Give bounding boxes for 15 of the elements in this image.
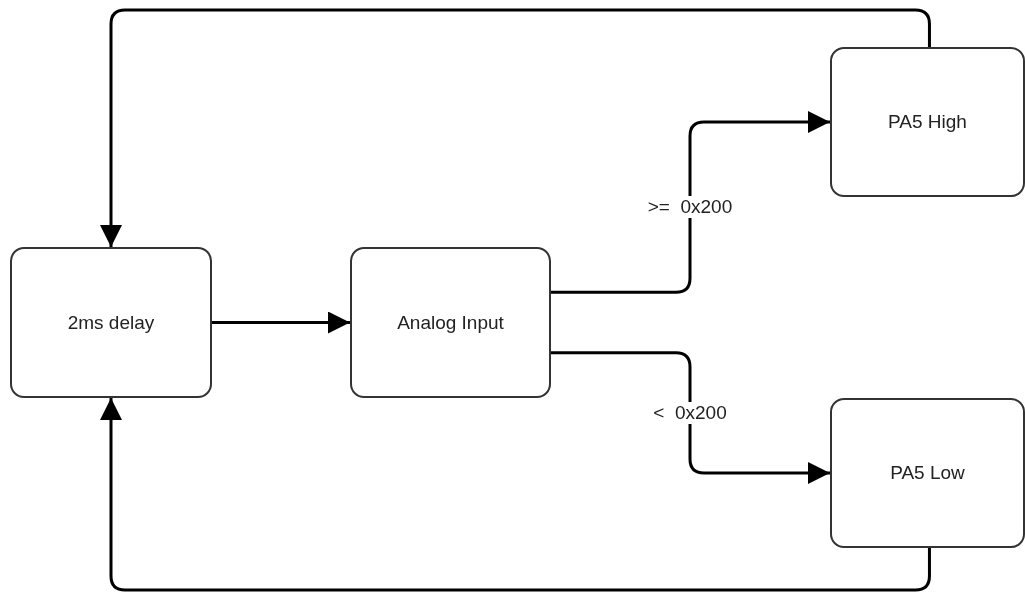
process-box <box>830 47 1025 197</box>
box-label: PA5 Low <box>890 462 965 484</box>
edge-label: < 0x200 <box>651 401 729 424</box>
arrow <box>551 351 830 484</box>
box-label: PA5 High <box>888 111 967 133</box>
arrow <box>100 398 931 592</box>
box-label: 2ms delay <box>67 311 155 334</box>
arrow <box>100 8 931 247</box>
edge-label: >= 0x200 <box>645 196 735 219</box>
process-box <box>10 247 212 398</box>
process-box <box>350 247 551 398</box>
arrow <box>212 311 350 334</box>
arrow <box>551 111 830 294</box>
process-box <box>830 398 1025 548</box>
box-label: Analog Input <box>397 311 504 334</box>
